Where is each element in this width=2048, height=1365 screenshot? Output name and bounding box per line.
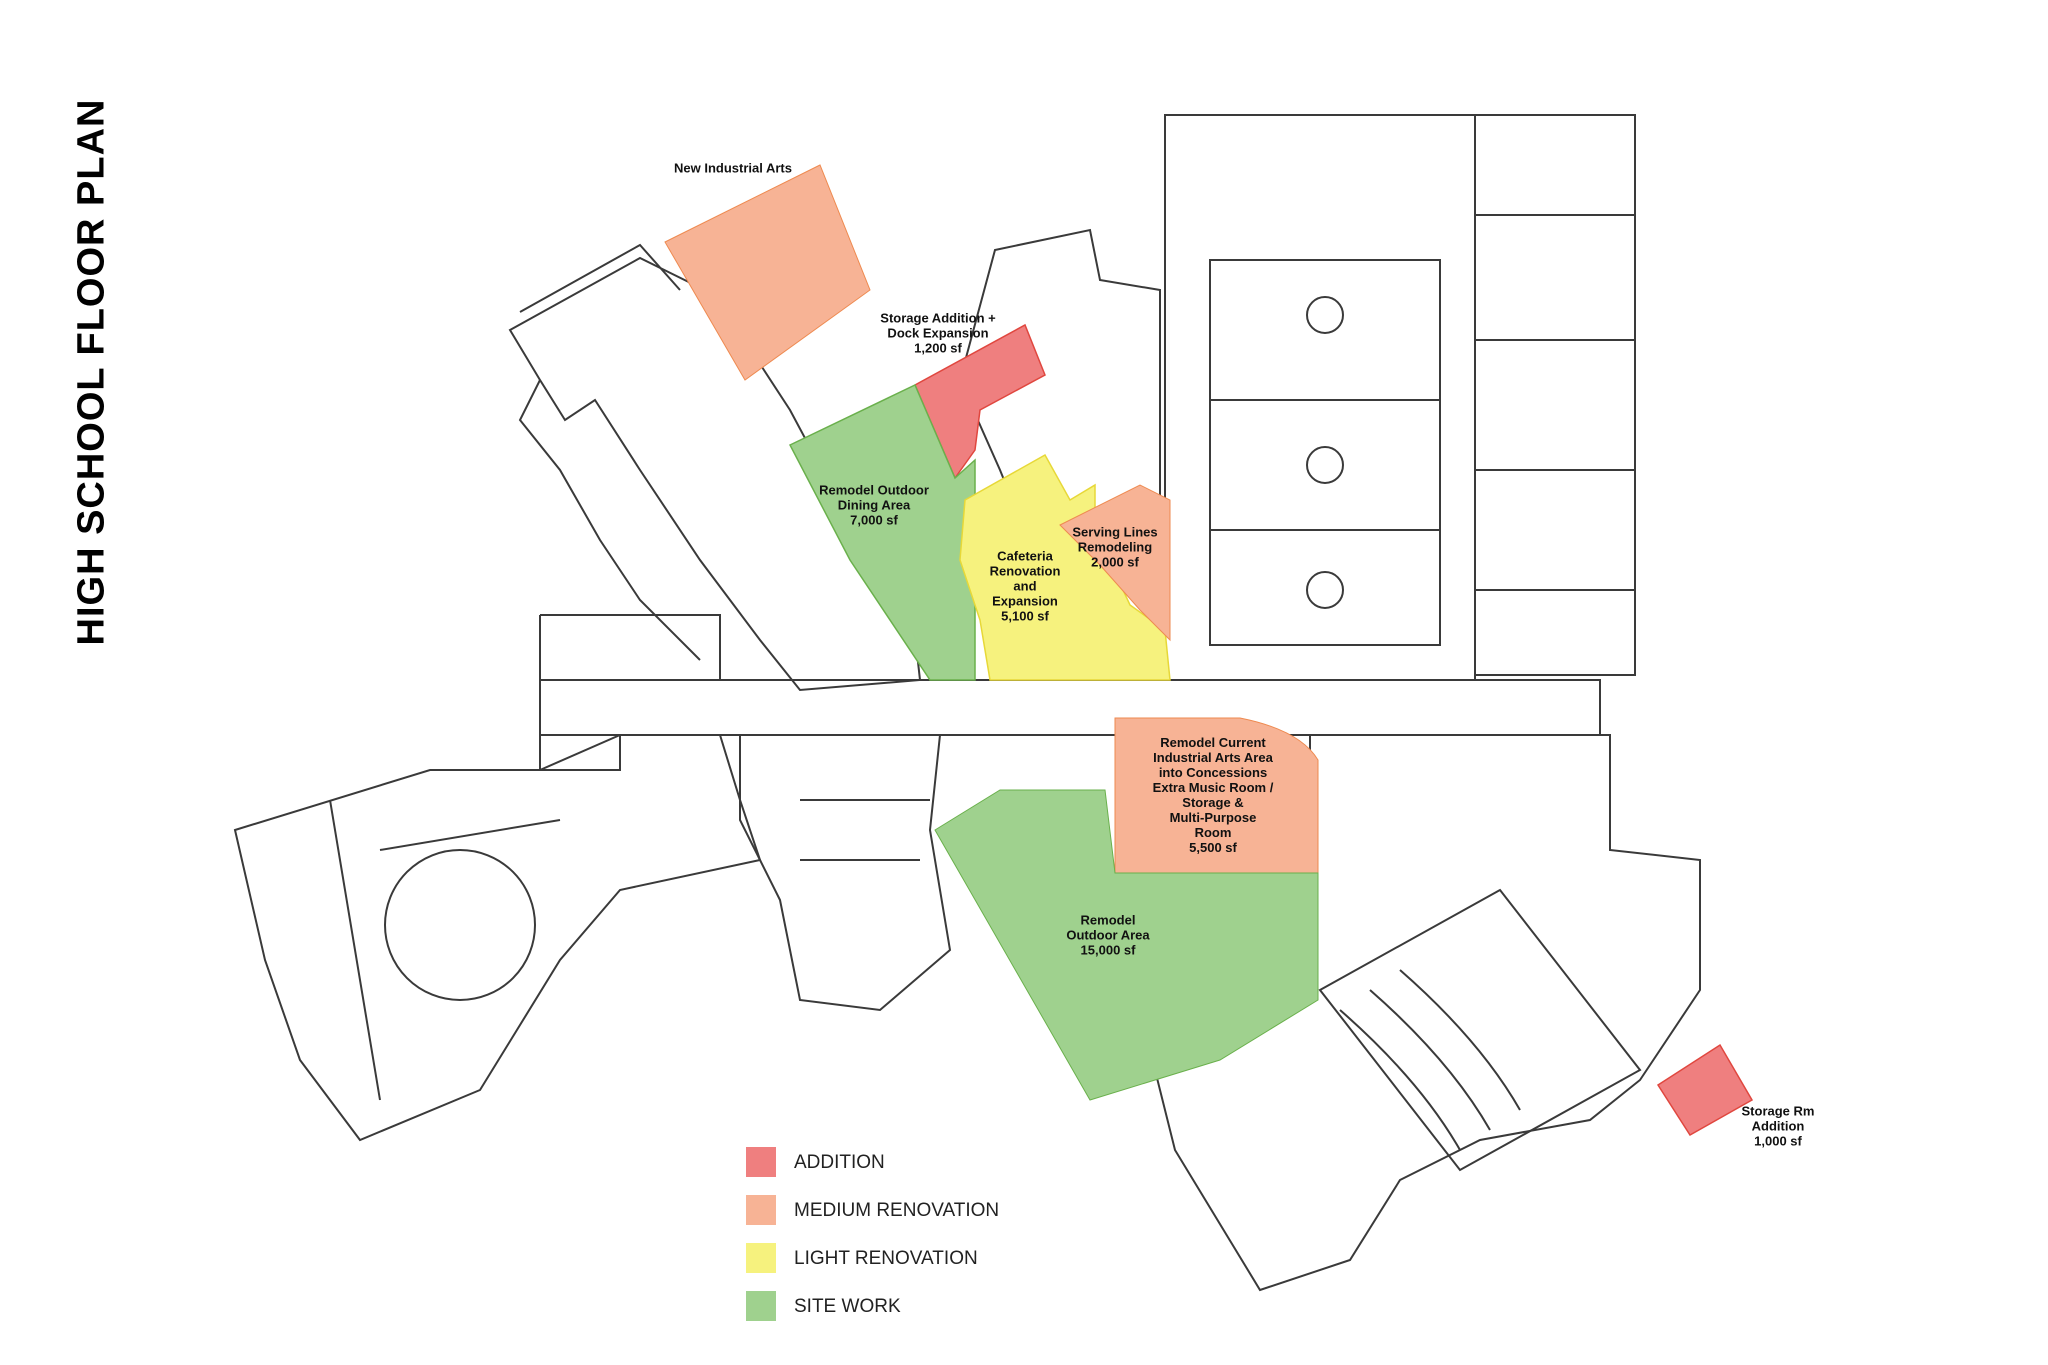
zone-label-cafeteria: Cafeteria Renovation and Expansion 5,100… — [989, 548, 1061, 624]
legend-swatch-site-work — [746, 1291, 776, 1321]
building-outline — [233, 114, 1701, 1292]
zone-label-storage-rm: Storage Rm Addition 1,000 sf — [1741, 1103, 1815, 1149]
legend-item-light-renovation: LIGHT RENOVATION — [746, 1243, 1066, 1273]
zone-outdoor-area — [934, 789, 1319, 1101]
zone-label-serving-lines: Serving Lines Remodeling 2,000 sf — [1072, 524, 1158, 570]
legend-swatch-medium-renovation — [746, 1195, 776, 1225]
legend-item-medium-renovation: MEDIUM RENOVATION — [746, 1195, 1066, 1225]
legend-item-addition: ADDITION — [746, 1147, 1066, 1177]
legend-label-site-work: SITE WORK — [794, 1296, 901, 1317]
zone-label-outdoor-area: Remodel Outdoor Area 15,000 sf — [1066, 912, 1150, 958]
zone-new-industrial-arts — [664, 164, 871, 381]
page-title: HIGH SCHOOL FLOOR PLAN — [70, 98, 113, 646]
zone-label-outdoor-dining: Remodel Outdoor Dining Area 7,000 sf — [819, 482, 929, 528]
zone-serving-lines — [1059, 484, 1171, 642]
zone-label-new-industrial-arts: New Industrial Arts — [674, 160, 792, 176]
legend-label-addition: ADDITION — [794, 1152, 885, 1173]
legend-item-site-work: SITE WORK — [746, 1291, 1066, 1321]
legend-swatch-addition — [746, 1147, 776, 1177]
legend-label-light-renovation: LIGHT RENOVATION — [794, 1248, 978, 1269]
legend-label-medium-renovation: MEDIUM RENOVATION — [794, 1200, 1000, 1221]
zones — [664, 164, 1754, 1137]
legend-swatch-light-renovation — [746, 1243, 776, 1273]
zone-label-storage-dock: Storage Addition + Dock Expansion 1,200 … — [880, 310, 996, 356]
zone-label-industrial-concessions: Remodel Current Industrial Arts Area int… — [1152, 735, 1274, 855]
zone-industrial-concessions — [1114, 717, 1319, 874]
zone-storage-rm-addition — [1656, 1043, 1754, 1137]
